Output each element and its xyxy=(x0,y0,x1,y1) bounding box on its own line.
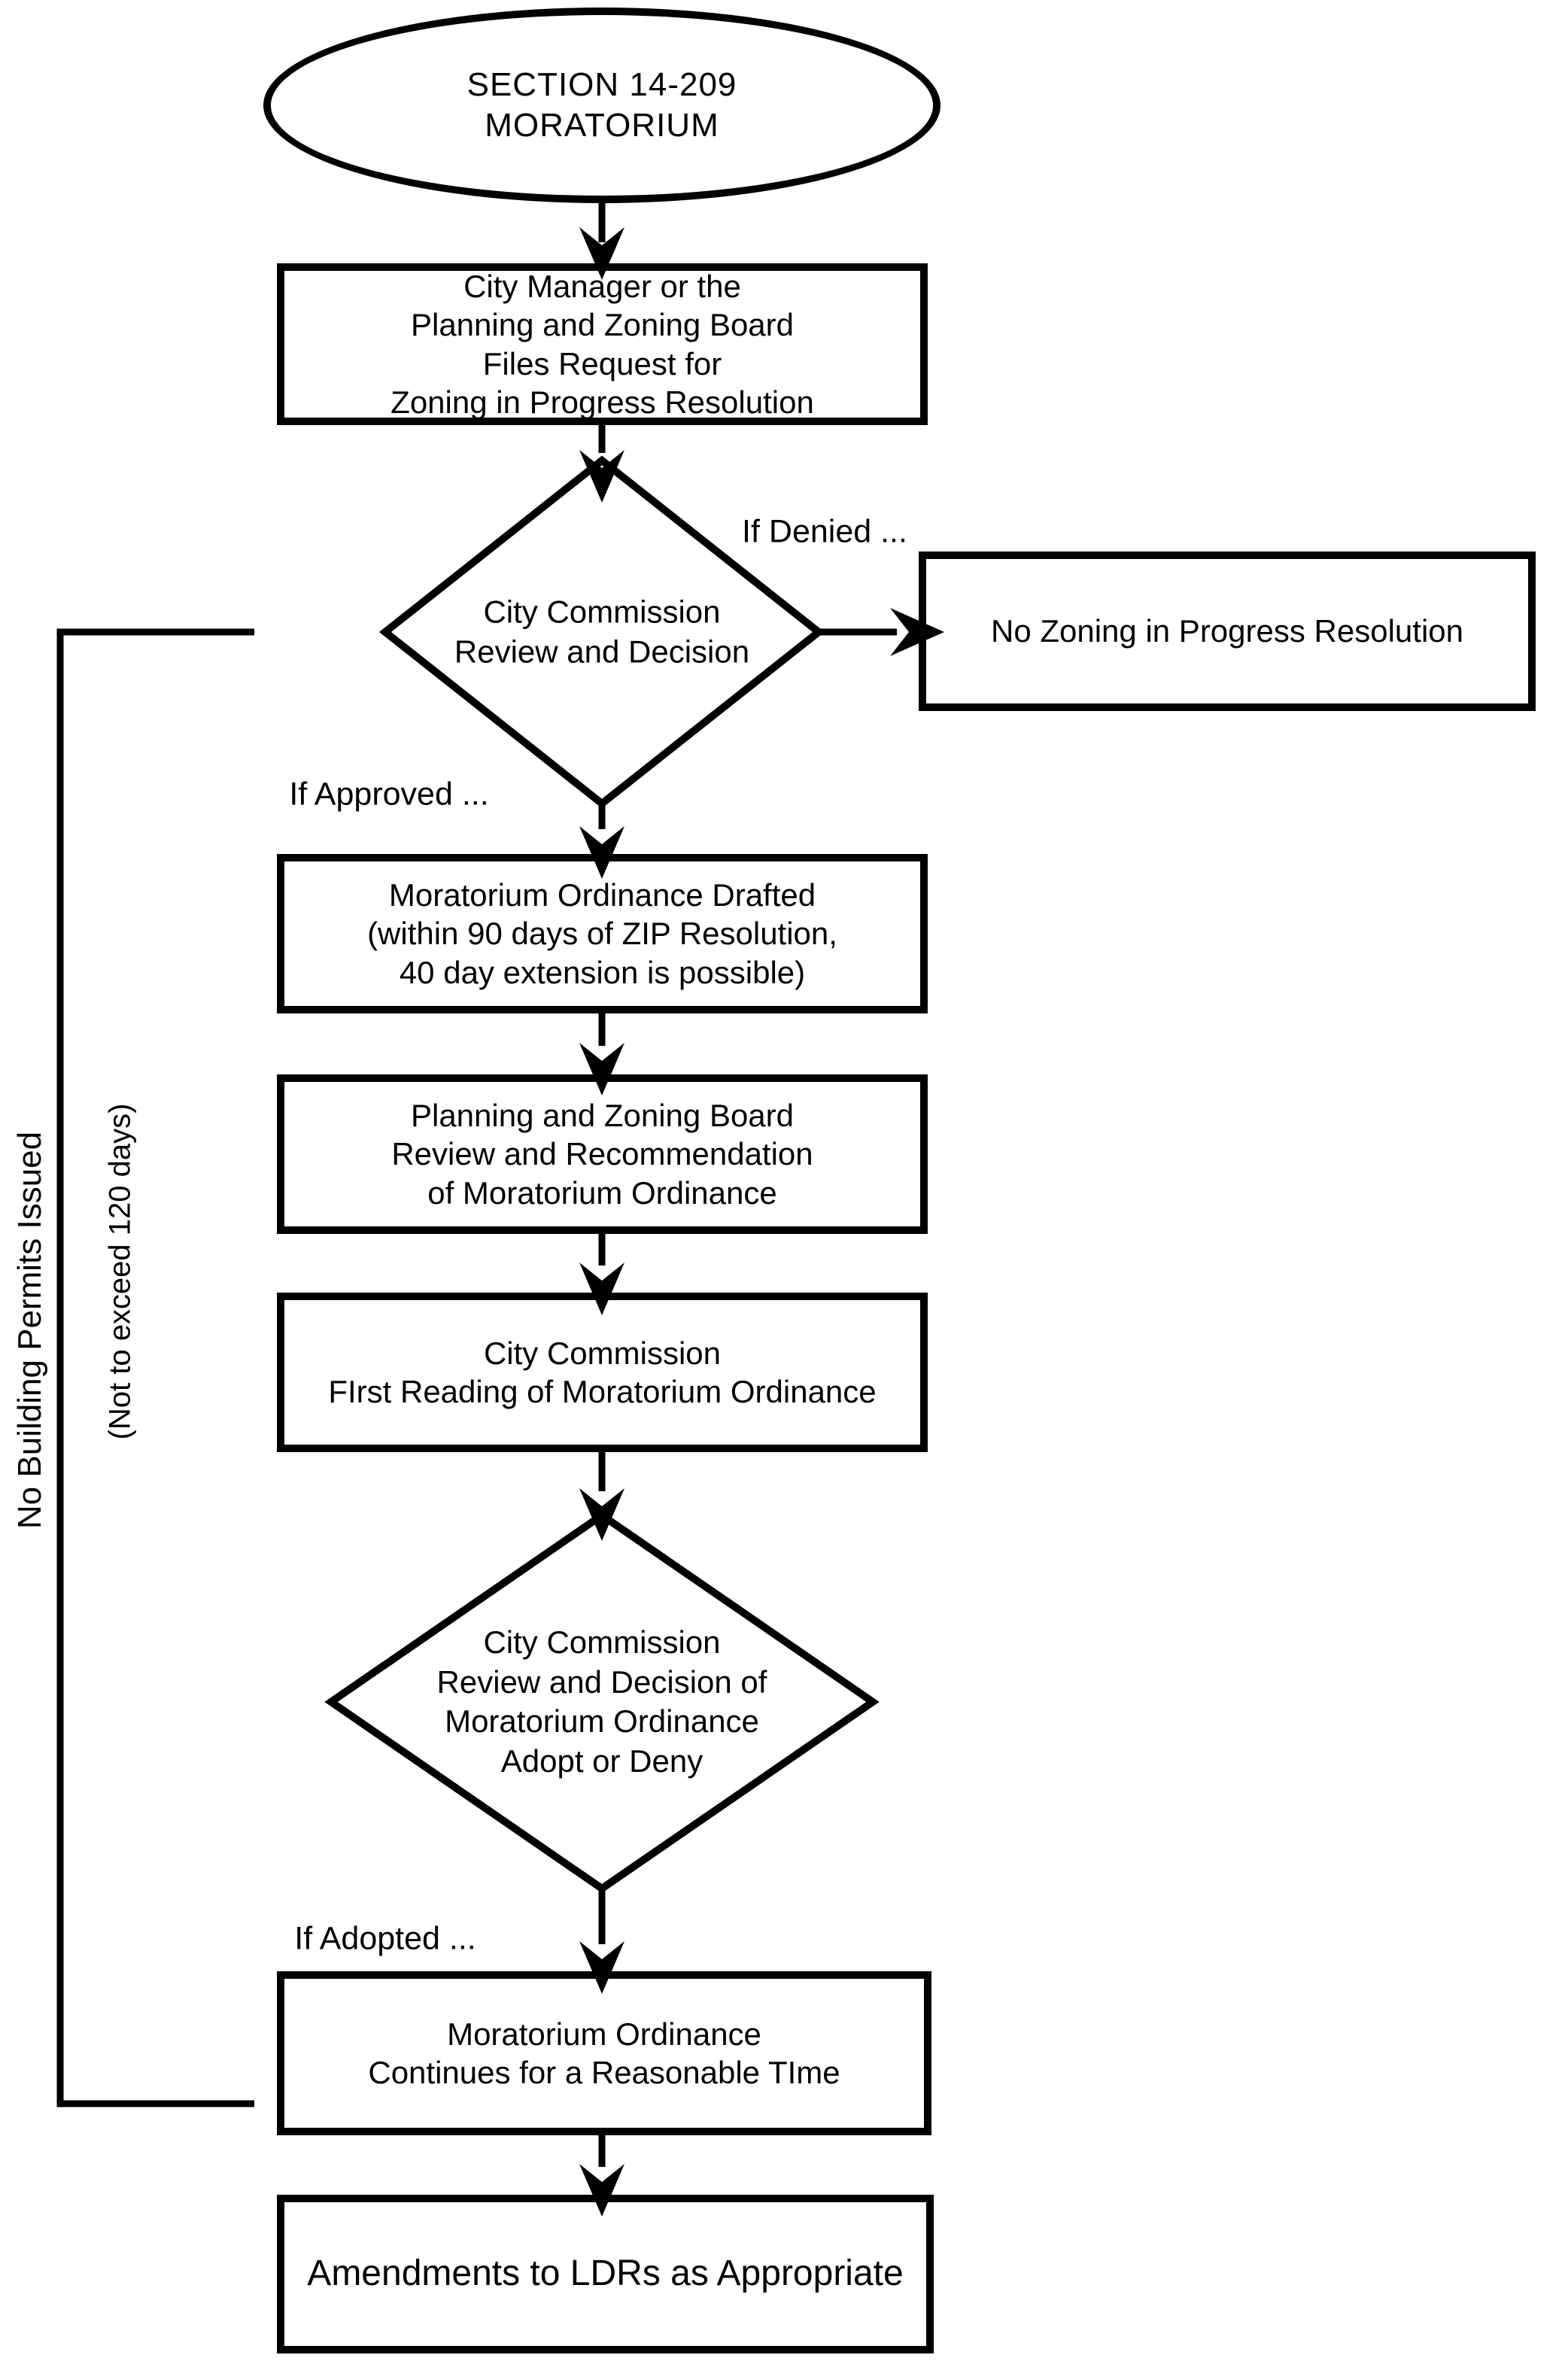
process-amendments-label: Amendments to LDRs as Appropriate xyxy=(307,2253,904,2294)
edge-label-if-adopted: If Adopted ... xyxy=(294,1920,476,1957)
start-terminator: SECTION 14-209 MORATORIUM xyxy=(263,8,940,203)
arrow-down-icon xyxy=(579,1941,624,1994)
process-ordinance-drafted: Moratorium Ordinance Drafted (within 90 … xyxy=(277,854,928,1013)
decision-adopt-deny-label: City Commission Review and Decision of M… xyxy=(436,1624,767,1779)
process-first-reading-label: City Commission FIrst Reading of Morator… xyxy=(328,1335,877,1409)
arrow-right-icon xyxy=(890,608,944,656)
side-label-no-building-permits: No Building Permits Issued xyxy=(11,1131,48,1530)
arrow-down-icon xyxy=(579,450,624,503)
process-amendments: Amendments to LDRs as Appropriate xyxy=(277,2195,934,2353)
arrow-down-icon xyxy=(579,2164,624,2217)
arrow-down-icon xyxy=(579,227,624,280)
edge-label-if-approved: If Approved ... xyxy=(289,776,489,813)
arrow-down-icon xyxy=(579,1488,624,1541)
arrow-down-icon xyxy=(579,826,624,879)
feedback-line xyxy=(56,628,254,2107)
arrow-down-icon xyxy=(579,1263,624,1315)
start-terminator-label: SECTION 14-209 MORATORIUM xyxy=(466,66,737,144)
arrow-down-icon xyxy=(579,1043,624,1095)
process-ordinance-drafted-label: Moratorium Ordinance Drafted (within 90 … xyxy=(367,877,837,990)
process-no-zip-resolution: No Zoning in Progress Resolution xyxy=(919,552,1536,711)
process-ordinance-continues-label: Moratorium Ordinance Continues for a Rea… xyxy=(368,2016,840,2090)
process-file-request-label: City Manager or the Planning and Zoning … xyxy=(390,269,814,420)
process-pz-review: Planning and Zoning Board Review and Rec… xyxy=(277,1074,928,1234)
side-label-not-to-exceed: (Not to exceed 120 days) xyxy=(103,1103,137,1440)
process-pz-review-label: Planning and Zoning Board Review and Rec… xyxy=(391,1098,813,1211)
process-file-request: City Manager or the Planning and Zoning … xyxy=(277,263,928,425)
edge-label-if-denied: If Denied ... xyxy=(742,513,907,550)
process-first-reading: City Commission FIrst Reading of Morator… xyxy=(277,1293,928,1452)
process-ordinance-continues: Moratorium Ordinance Continues for a Rea… xyxy=(277,1971,931,2135)
decision-cc-review-label: City Commission Review and Decision xyxy=(454,594,750,670)
process-no-zip-resolution-label: No Zoning in Progress Resolution xyxy=(991,613,1463,649)
